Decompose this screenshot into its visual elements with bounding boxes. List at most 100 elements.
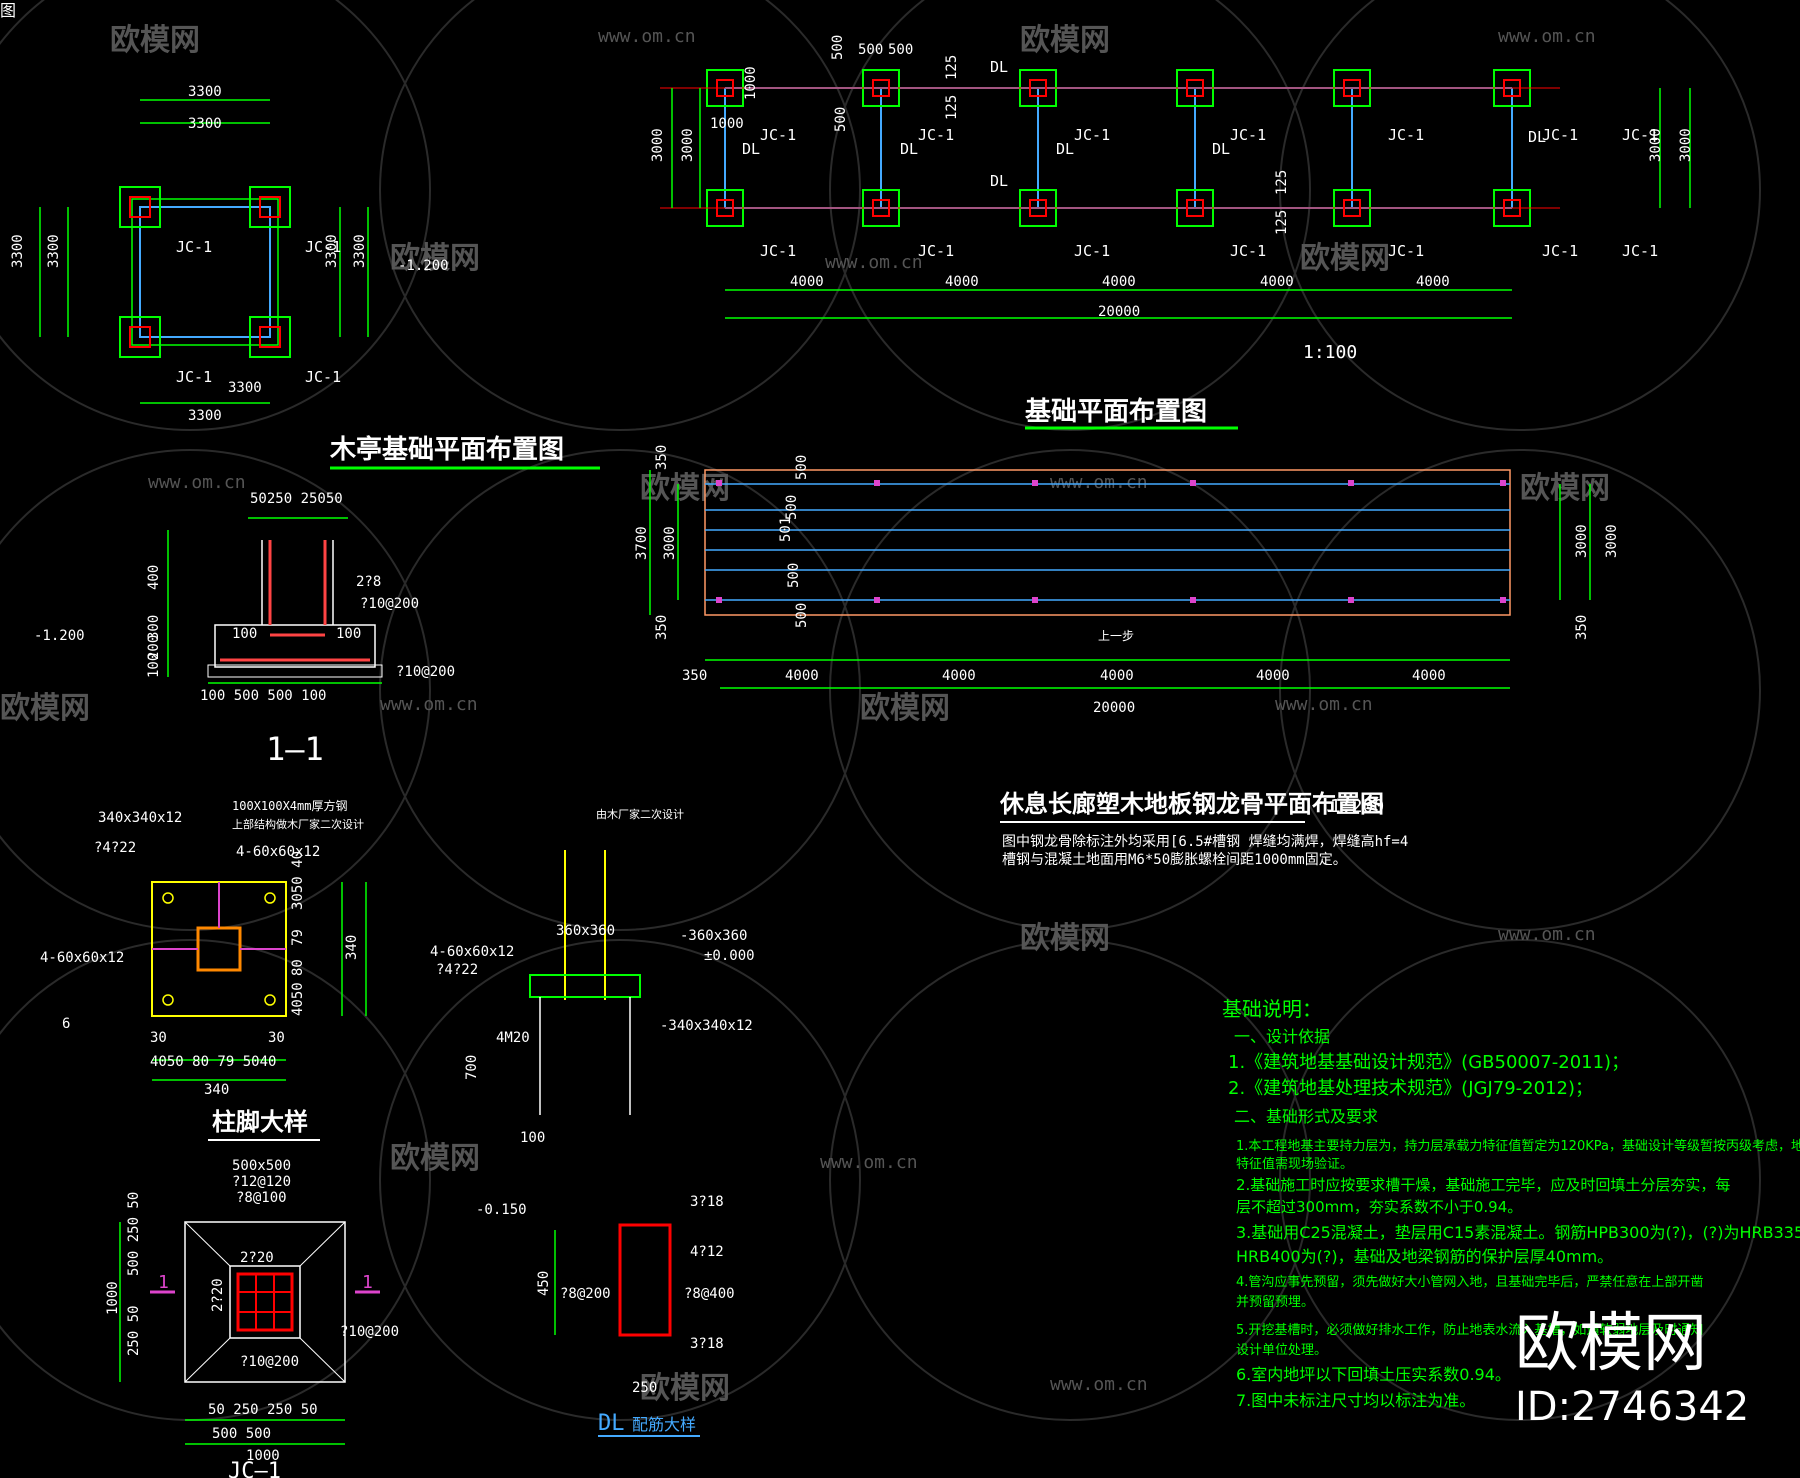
corridor-scale: 1:200 — [1330, 796, 1384, 817]
watermark-text: 欧模网 欧模网 欧模网 欧模网 欧模网 欧模网 欧模网 欧模网 欧模网 欧模网 … — [0, 23, 1610, 1406]
jc-dims — [119, 1222, 345, 1445]
jc1-label: JC-1 — [1388, 126, 1424, 144]
watermark-url: www.om.cn — [598, 26, 696, 47]
corridor-anchors — [716, 480, 1506, 603]
pavilion-jc-labels: JC-1 JC-1 JC-1 JC-1 — [176, 238, 341, 386]
foot-dims — [152, 882, 367, 1081]
notes-heading: 基础说明： — [1222, 997, 1322, 1021]
jc1-label: JC-1 — [1230, 242, 1266, 260]
watermark-brand: 欧模网 — [390, 1141, 480, 1176]
notes-item: 6.室内地坪以下回填土压实系数0.94。 — [1236, 1365, 1511, 1384]
stiffeners — [152, 882, 286, 950]
notes-item: 层不超过300mm，夯实系数不小于0.94。 — [1236, 1198, 1522, 1216]
foundation-scale: 1:100 — [1303, 342, 1357, 363]
foundation-grid-lines — [660, 87, 1560, 209]
foundation-plan: 4000 4000 4000 4000 4000 20000 3000 3000… — [650, 35, 1694, 430]
dim-4000: 4000 — [785, 668, 819, 684]
jc1-label: JC-1 — [305, 238, 341, 256]
dim-3300: 3300 — [188, 408, 222, 424]
dim-4000: 4000 — [1256, 668, 1290, 684]
dim-450: 450 — [536, 1271, 552, 1296]
rebar-label: 4?12 — [690, 1244, 724, 1260]
watermark-url: www.om.cn — [820, 1152, 918, 1173]
dl-label: DL — [1212, 140, 1230, 158]
dl-title: DL — [598, 1411, 625, 1436]
dim-501: 501 — [778, 517, 794, 542]
notes-item: 2.《建筑地基处理技术规范》(JGJ79-2012)； — [1228, 1078, 1593, 1099]
watermark-brand: 欧模网 — [390, 241, 480, 276]
jc1-label: JC-1 — [1074, 242, 1110, 260]
dim-340: 340 — [344, 935, 360, 960]
jc1-label: JC-1 — [1230, 126, 1266, 144]
corridor-title: 休息长廊塑木地板钢龙骨平面布置图 — [999, 790, 1384, 818]
foot-right-dims: 80 — [290, 959, 306, 976]
notes-item: 1.《建筑地基基础设计规范》(GB50007-2011)； — [1228, 1052, 1629, 1073]
level-label: -1.200 — [34, 628, 85, 644]
watermark-brand: 欧模网 — [1020, 23, 1110, 58]
column-elevation-detail: 由木厂家二次设计 360x360 -360x360 ±0.000 4-60x60… — [430, 807, 755, 1146]
foundation-dim-labels: 4000 4000 4000 4000 4000 20000 3000 3000… — [650, 35, 1694, 320]
notes-section-1: 一、设计依据 — [1234, 1027, 1330, 1046]
dim-3000: 3000 — [1604, 524, 1620, 558]
dim-4000: 4000 — [1102, 274, 1136, 290]
dim-30: 30 — [150, 1030, 167, 1046]
dim-3300: 3300 — [188, 84, 222, 100]
jc-pedestal — [229, 1265, 301, 1339]
anchor-bolts — [162, 892, 276, 1006]
notes-item: 设计单位处理。 — [1236, 1343, 1327, 1358]
watermark-brand: 欧模网 — [110, 23, 200, 58]
pavilion-columns — [129, 196, 281, 348]
bolt-label: 4-60x60x12 — [236, 844, 320, 860]
level-label: -0.150 — [476, 1202, 527, 1218]
notes-item: 7.图中未标注尺寸均以标注为准。 — [1236, 1391, 1475, 1410]
dim-125: 125 — [944, 55, 960, 80]
jc1-label: JC-1 — [176, 238, 212, 256]
dl-label: DL — [742, 140, 760, 158]
dl-labels: -0.150 3?18 4?12 ?8@200 ?8@400 3?18 450 … — [476, 1194, 735, 1396]
jc1-label: JC-1 — [1388, 242, 1424, 260]
dl-detail: -0.150 3?18 4?12 ?8@200 ?8@400 3?18 450 … — [476, 1194, 735, 1437]
dim-3000: 3000 — [1574, 524, 1590, 558]
dl-label: DL — [990, 58, 1008, 76]
jc-labels: 500x500 ?12@120 ?8@100 2?20 2?20 ?10@200… — [105, 1158, 399, 1464]
dl-label: DL — [1056, 140, 1074, 158]
watermark-url: www.om.cn — [1275, 694, 1373, 715]
dim-340: 340 — [204, 1082, 229, 1098]
dim-4000: 4000 — [1260, 274, 1294, 290]
watermark-url: www.om.cn — [380, 694, 478, 715]
notes-item: 特征值需现场验证。 — [1236, 1156, 1353, 1172]
dim-3000: 3000 — [1648, 128, 1664, 162]
foundation-jc-labels: JC-1 JC-1 JC-1 JC-1 JC-1 JC-1 JC-1 JC-1 … — [742, 58, 1658, 260]
plate-label: 360x360 — [556, 923, 615, 939]
level-label: ±0.000 — [704, 948, 755, 964]
dim-30: 30 — [268, 1030, 285, 1046]
pavilion-beam-outline — [139, 206, 271, 338]
pavilion-dimensions — [39, 99, 369, 404]
foot-right-dims: 79 — [290, 929, 306, 946]
rebar-label: 2?20 — [210, 1278, 226, 1312]
rebar-label: ?12@120 — [232, 1174, 291, 1190]
dim-4000: 4000 — [1412, 668, 1446, 684]
dim-3300: 3300 — [46, 234, 62, 268]
dim-3000: 3000 — [662, 526, 678, 560]
rebar-label: 3?18 — [690, 1194, 724, 1210]
bolt-label: 4M20 — [496, 1030, 530, 1046]
jc1-label: JC-1 — [918, 126, 954, 144]
dim-100: 100 — [336, 626, 361, 642]
section-dims — [167, 517, 382, 684]
dim-350: 350 — [654, 445, 670, 470]
jc1-label: JC-1 — [918, 242, 954, 260]
rebar-label: ?10@200 — [240, 1354, 299, 1370]
foot-right-dims: 4050 — [290, 982, 306, 1016]
foundation-notes: 基础说明： 一、设计依据 1.《建筑地基基础设计规范》(GB50007-2011… — [1222, 997, 1800, 1410]
notes-item: 并预留预埋。 — [1236, 1295, 1314, 1310]
dim-700: 700 — [464, 1055, 480, 1080]
jc-slope-line — [299, 1221, 346, 1267]
jc-column-rebar — [236, 1272, 294, 1332]
dim-125: 125 — [944, 95, 960, 120]
notes-item: 2.基础施工时应按要求槽干燥，基础施工完毕，应及时回填土分层夯实，每 — [1236, 1176, 1730, 1194]
notes-item: 1.本工程地基主要持力层为，持力层承载力特征值暂定为120KPa，基础设计等级暂… — [1236, 1138, 1800, 1154]
dim-3000: 3000 — [680, 128, 696, 162]
pavilion-title: 木亭基础平面布置图 — [329, 434, 564, 465]
dim-100: 100 — [520, 1130, 545, 1146]
